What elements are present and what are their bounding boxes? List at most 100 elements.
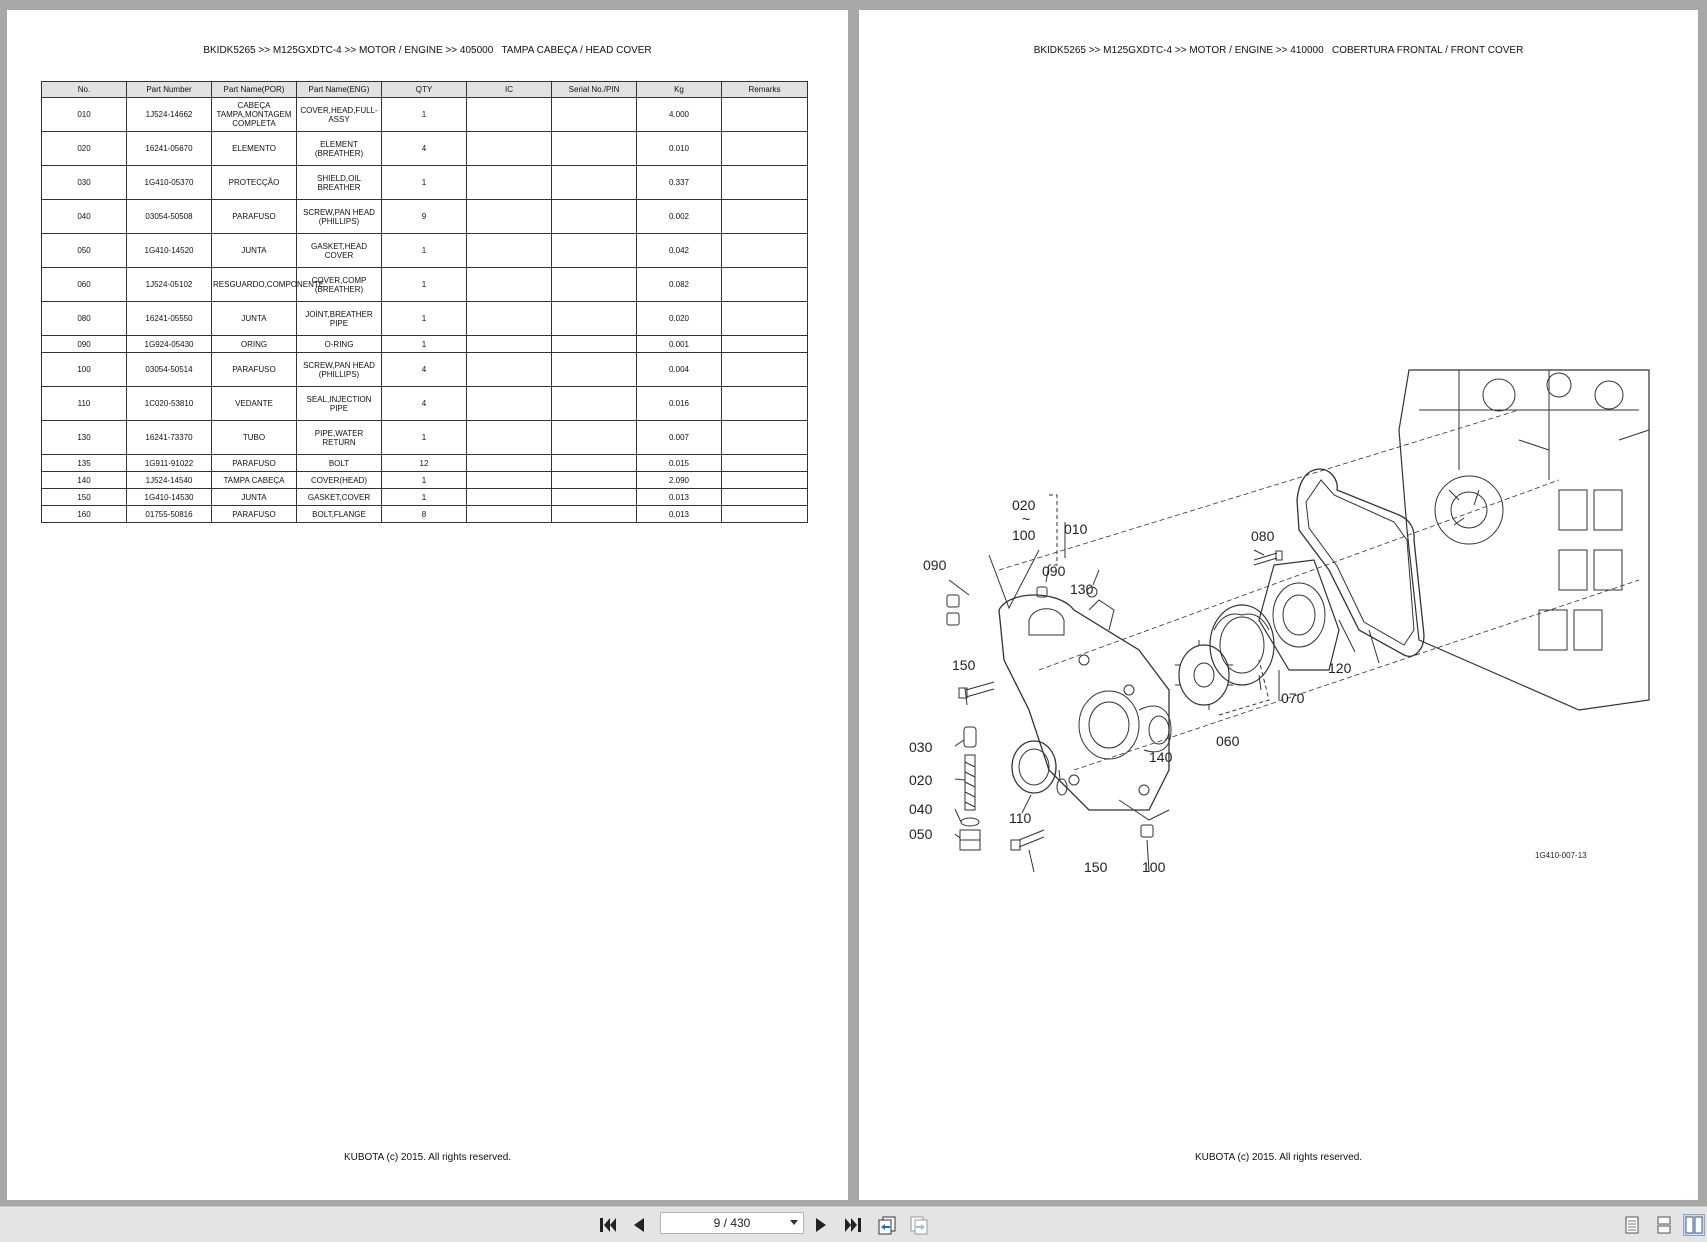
remarks-cell — [721, 165, 808, 200]
single-page-icon — [1625, 1216, 1639, 1234]
part-name-eng-cell: PIPE,WATER RETURN — [296, 420, 382, 455]
serial-cell — [551, 488, 637, 506]
plug-090 — [946, 586, 1048, 626]
part-no-cell: 050 — [41, 233, 127, 268]
remarks-cell — [721, 505, 808, 523]
remarks-cell — [721, 335, 808, 353]
callout-label: 080 — [1251, 528, 1275, 544]
remarks-cell — [721, 199, 808, 234]
plate-070 — [1258, 559, 1340, 671]
parts-table: No. Part Number Part Name(POR) Part Name… — [41, 81, 808, 523]
part-name-eng-cell: BOLT,FLANGE — [296, 505, 382, 523]
part-number-cell: 1G410-05370 — [126, 165, 212, 200]
page-footer: KUBOTA (c) 2015. All rights reserved. — [343, 1152, 512, 1163]
continuous-view-button[interactable] — [1653, 1214, 1675, 1236]
two-page-view-button[interactable] — [1683, 1214, 1705, 1236]
chevron-down-icon[interactable] — [790, 1220, 798, 1225]
next-page-button[interactable] — [810, 1214, 832, 1236]
part-name-eng-cell: ELEMENT (BREATHER) — [296, 131, 382, 166]
part-name-eng-cell: COVER,COMP (BREATHER) — [296, 267, 382, 302]
ic-cell — [466, 165, 552, 200]
oil-seal-110 — [1011, 740, 1057, 794]
column-header: Kg — [636, 81, 722, 98]
remarks-cell — [721, 267, 808, 302]
part-name-eng-cell: COVER(HEAD) — [296, 471, 382, 489]
callout-label: 090 — [1042, 563, 1066, 579]
callout-label: 120 — [1328, 660, 1352, 676]
qty-cell: 1 — [381, 335, 467, 353]
callout-label: 060 — [1216, 733, 1240, 749]
callout-label: 150 — [952, 657, 976, 673]
callout-label: 110 — [1009, 810, 1032, 826]
callout-label: 150 — [1084, 859, 1108, 875]
weight-cell: 0.337 — [636, 165, 722, 200]
weight-cell: 0.007 — [636, 420, 722, 455]
forward-view-icon — [910, 1216, 928, 1235]
column-header: QTY — [381, 81, 467, 98]
first-page-button[interactable] — [597, 1214, 619, 1236]
callout-label: 020 — [1012, 497, 1036, 513]
part-no-cell: 010 — [41, 97, 127, 132]
previous-page-button[interactable] — [628, 1214, 650, 1236]
ic-cell — [466, 386, 552, 421]
part-no-cell: 090 — [41, 335, 127, 353]
continuous-page-icon — [1657, 1216, 1671, 1234]
ic-cell — [466, 301, 552, 336]
remarks-cell — [721, 233, 808, 268]
guide-line — [1073, 579, 1640, 771]
part-name-por-cell: CABEÇA TAMPA,MONTAGEM COMPLETA — [211, 97, 297, 132]
remarks-cell — [721, 420, 808, 455]
go-forward-view-button[interactable] — [908, 1214, 930, 1236]
ic-cell — [466, 97, 552, 132]
part-name-por-cell: ORING — [211, 335, 297, 353]
qty-cell: 1 — [381, 420, 467, 455]
column-header: Part Number — [126, 81, 212, 98]
serial-cell — [551, 352, 637, 387]
column-header: Remarks — [721, 81, 808, 98]
page-number-field[interactable]: 9 / 430 — [660, 1212, 804, 1234]
table-header-row: No. Part Number Part Name(POR) Part Name… — [41, 81, 808, 98]
serial-cell — [551, 386, 637, 421]
go-back-view-button[interactable] — [876, 1214, 898, 1236]
part-number-cell: 1J524-05102 — [126, 267, 212, 302]
column-header: Part Name(ENG) — [296, 81, 382, 98]
serial-cell — [551, 335, 637, 353]
back-view-icon — [878, 1216, 896, 1235]
column-header: Part Name(POR) — [211, 81, 297, 98]
page-header: BKIDK5265 >> M125GXDTC-4 >> MOTOR / ENGI… — [1033, 45, 1524, 56]
weight-cell: 0.016 — [636, 386, 722, 421]
qty-cell: 1 — [381, 233, 467, 268]
part-name-por-cell: PARAFUSO — [211, 352, 297, 387]
part-name-eng-cell: SCREW,PAN HEAD (PHILLIPS) — [296, 352, 382, 387]
ic-cell — [466, 488, 552, 506]
callout-label: 130 — [1070, 581, 1094, 597]
ic-cell — [466, 131, 552, 166]
ic-cell — [466, 420, 552, 455]
part-name-por-cell: TUBO — [211, 420, 297, 455]
serial-cell — [551, 267, 637, 302]
part-number-cell: 16241-05670 — [126, 131, 212, 166]
part-name-por-cell: JUNTA — [211, 233, 297, 268]
serial-cell — [551, 97, 637, 132]
callout-label: 010 — [1064, 521, 1088, 537]
part-name-eng-cell: SHIELD,OIL BREATHER — [296, 165, 382, 200]
diagram-code: 1G410-007-13 — [1535, 851, 1587, 860]
single-page-view-button[interactable] — [1621, 1214, 1643, 1236]
callout-label: 100 — [1142, 859, 1166, 875]
callout-label: 040 — [909, 801, 933, 817]
part-number-cell: 1J524-14662 — [126, 97, 212, 132]
part-name-por-cell: ELEMENTO — [211, 131, 297, 166]
part-name-por-cell: JUNTA — [211, 301, 297, 336]
part-name-por-cell: TAMPA CABEÇA — [211, 471, 297, 489]
part-number-cell: 1G410-14530 — [126, 488, 212, 506]
ic-cell — [466, 335, 552, 353]
last-page-button[interactable] — [842, 1214, 864, 1236]
weight-cell: 0.013 — [636, 488, 722, 506]
ic-cell — [466, 199, 552, 234]
